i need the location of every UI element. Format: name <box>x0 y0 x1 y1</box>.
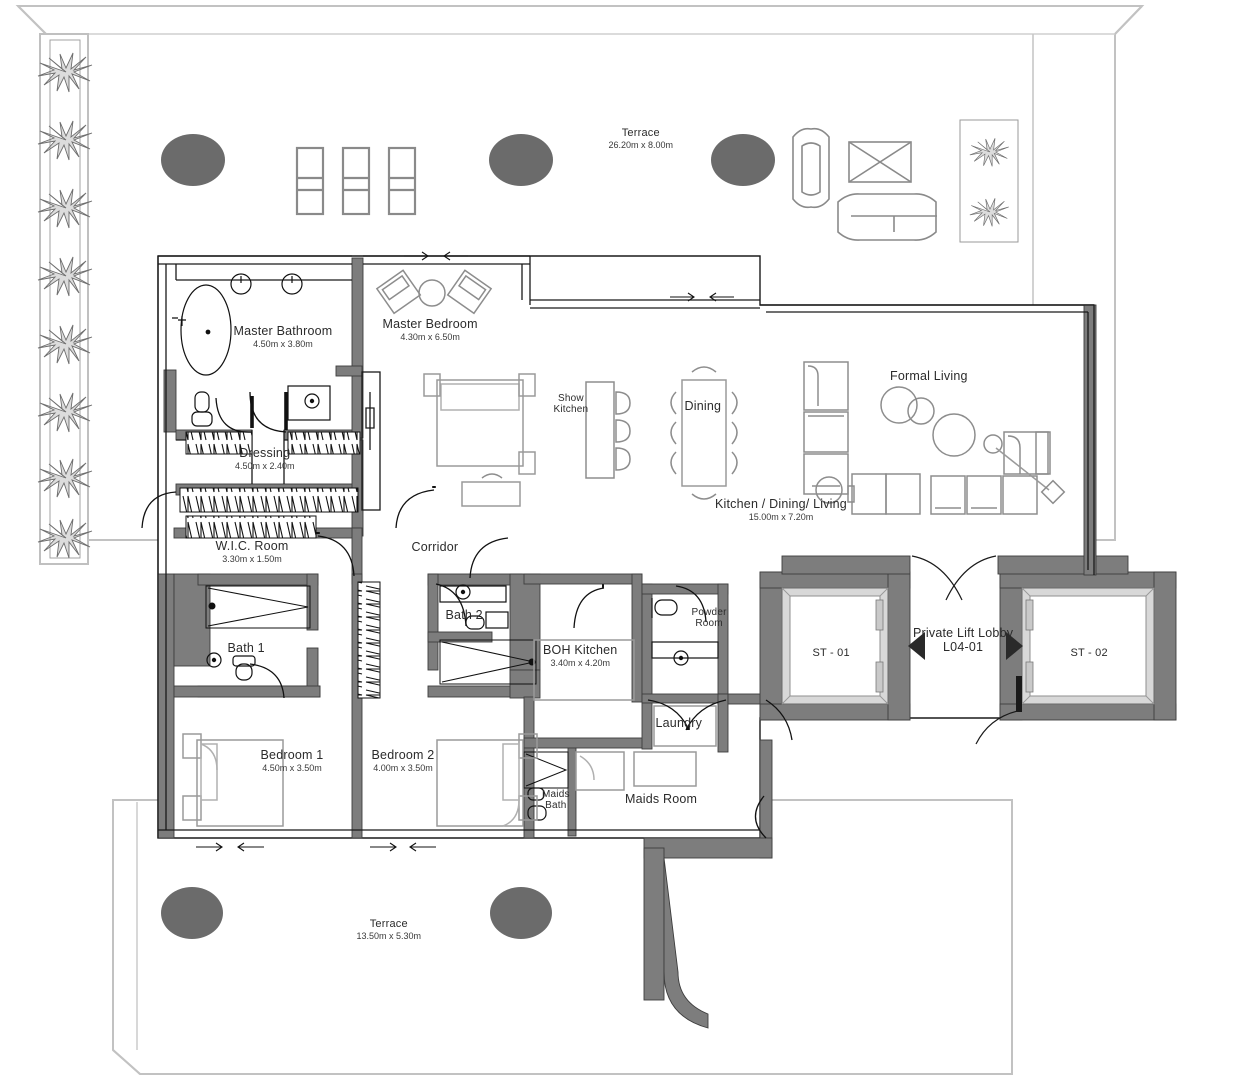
outdoor-lounge-set <box>792 127 937 241</box>
shower-master <box>287 385 331 421</box>
arrow-top-2 <box>443 251 468 261</box>
bedroom2-bed <box>436 733 538 827</box>
arrow-right-icon <box>1006 632 1023 660</box>
master-bed <box>423 373 536 475</box>
bar-stools <box>615 391 631 471</box>
sofa-bottom-row <box>930 475 1038 515</box>
door-leaves <box>250 392 690 730</box>
formal-living-furniture <box>803 361 1066 515</box>
wc-bath1 <box>206 652 256 681</box>
wc-powder <box>651 598 719 666</box>
arrow-bot-1 <box>196 842 223 852</box>
bedroom1-bed <box>182 733 284 827</box>
sofa-left-column <box>803 361 849 495</box>
arrow-mid-1 <box>670 292 695 302</box>
dining-table <box>670 366 738 500</box>
laundry-appliances <box>653 705 717 747</box>
sliding-door-arrows <box>196 251 734 852</box>
indoor-furniture <box>182 269 1066 827</box>
arrow-mid-2 <box>709 292 734 302</box>
apartment-walls <box>157 255 1177 1029</box>
door-swings <box>141 391 793 839</box>
boh-kitchen-counters <box>533 639 635 701</box>
arrow-bot-3 <box>370 842 397 852</box>
wc-master <box>191 391 213 427</box>
terrace-trees-top <box>161 134 775 186</box>
outdoor-sofa-horizontal <box>837 193 937 241</box>
maids-room-furniture <box>575 751 697 791</box>
outdoor-coffee-table <box>848 141 912 183</box>
lift-cabs <box>781 587 1155 705</box>
show-kitchen-counter <box>585 381 631 479</box>
master-bedroom-seating <box>375 269 521 507</box>
outdoor-furniture <box>161 127 937 939</box>
dining-chairs <box>670 366 738 500</box>
arrow-left-icon <box>908 632 925 660</box>
lift-cab-st02 <box>1021 587 1155 705</box>
glazing-and-thin-walls <box>157 255 1095 838</box>
planter-beds <box>37 33 1019 565</box>
round-side-tables <box>880 386 976 457</box>
lift-cab-st01 <box>781 587 889 705</box>
sun-loungers <box>295 146 417 216</box>
arrow-bot-2 <box>237 842 264 852</box>
lift-direction-arrows <box>908 632 1023 660</box>
sectional-right <box>983 431 1066 505</box>
entry-doors <box>911 555 1023 745</box>
vanity-basins <box>230 273 303 295</box>
arrow-top-1 <box>404 251 429 261</box>
coffee-table-center <box>847 473 921 515</box>
terrace-trees-bottom <box>161 887 552 939</box>
bathtub <box>172 284 232 376</box>
arrow-bot-4 <box>409 842 436 852</box>
outdoor-sofa-vertical <box>792 127 830 209</box>
wardrobes-and-joinery <box>179 431 569 789</box>
